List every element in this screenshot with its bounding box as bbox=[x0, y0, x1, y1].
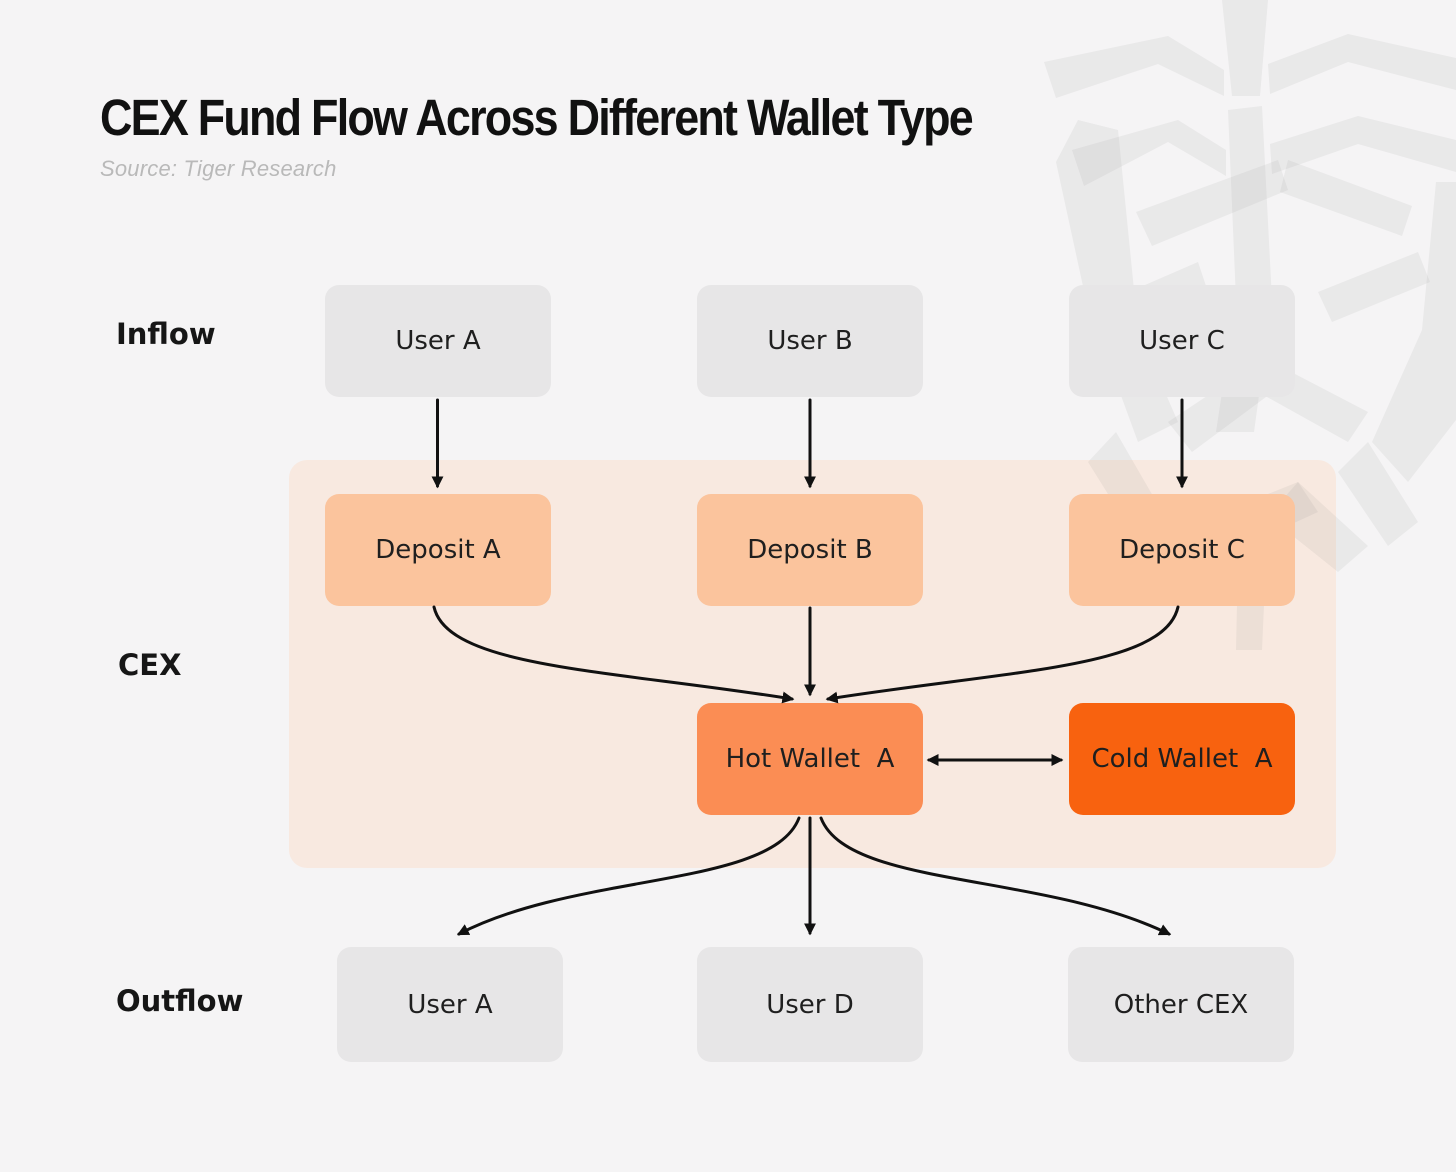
node-hot-wallet-a: Hot Wallet A bbox=[697, 703, 923, 815]
node-label: User A bbox=[407, 989, 493, 1020]
node-label: User D bbox=[766, 989, 854, 1020]
row-label-cex: CEX bbox=[118, 648, 182, 682]
node-label: Cold Wallet A bbox=[1091, 744, 1273, 774]
row-label-inflow: Inflow bbox=[116, 317, 216, 351]
node-other-cex-outflow: Other CEX bbox=[1068, 947, 1294, 1062]
node-label: Deposit C bbox=[1119, 535, 1245, 565]
row-label-outflow: Outflow bbox=[116, 984, 244, 1018]
source-credit: Source: Tiger Research bbox=[100, 156, 337, 181]
node-deposit-b: Deposit B bbox=[697, 494, 923, 606]
node-user-c-inflow: User C bbox=[1069, 285, 1295, 397]
node-cold-wallet-a: Cold Wallet A bbox=[1069, 703, 1295, 815]
node-label: Deposit A bbox=[375, 535, 501, 565]
node-label: Deposit B bbox=[747, 535, 873, 565]
node-user-b-inflow: User B bbox=[697, 285, 923, 397]
node-label: User B bbox=[767, 326, 853, 356]
node-user-a-inflow: User A bbox=[325, 285, 551, 397]
node-user-d-outflow: User D bbox=[697, 947, 923, 1062]
node-label: User C bbox=[1139, 326, 1225, 356]
node-label: Other CEX bbox=[1113, 989, 1249, 1020]
node-label: Hot Wallet A bbox=[725, 744, 895, 774]
node-label: User A bbox=[395, 326, 481, 356]
page-title: CEX Fund Flow Across Different Wallet Ty… bbox=[100, 89, 974, 146]
node-user-a-outflow: User A bbox=[337, 947, 563, 1062]
node-deposit-c: Deposit C bbox=[1069, 494, 1295, 606]
node-deposit-a: Deposit A bbox=[325, 494, 551, 606]
